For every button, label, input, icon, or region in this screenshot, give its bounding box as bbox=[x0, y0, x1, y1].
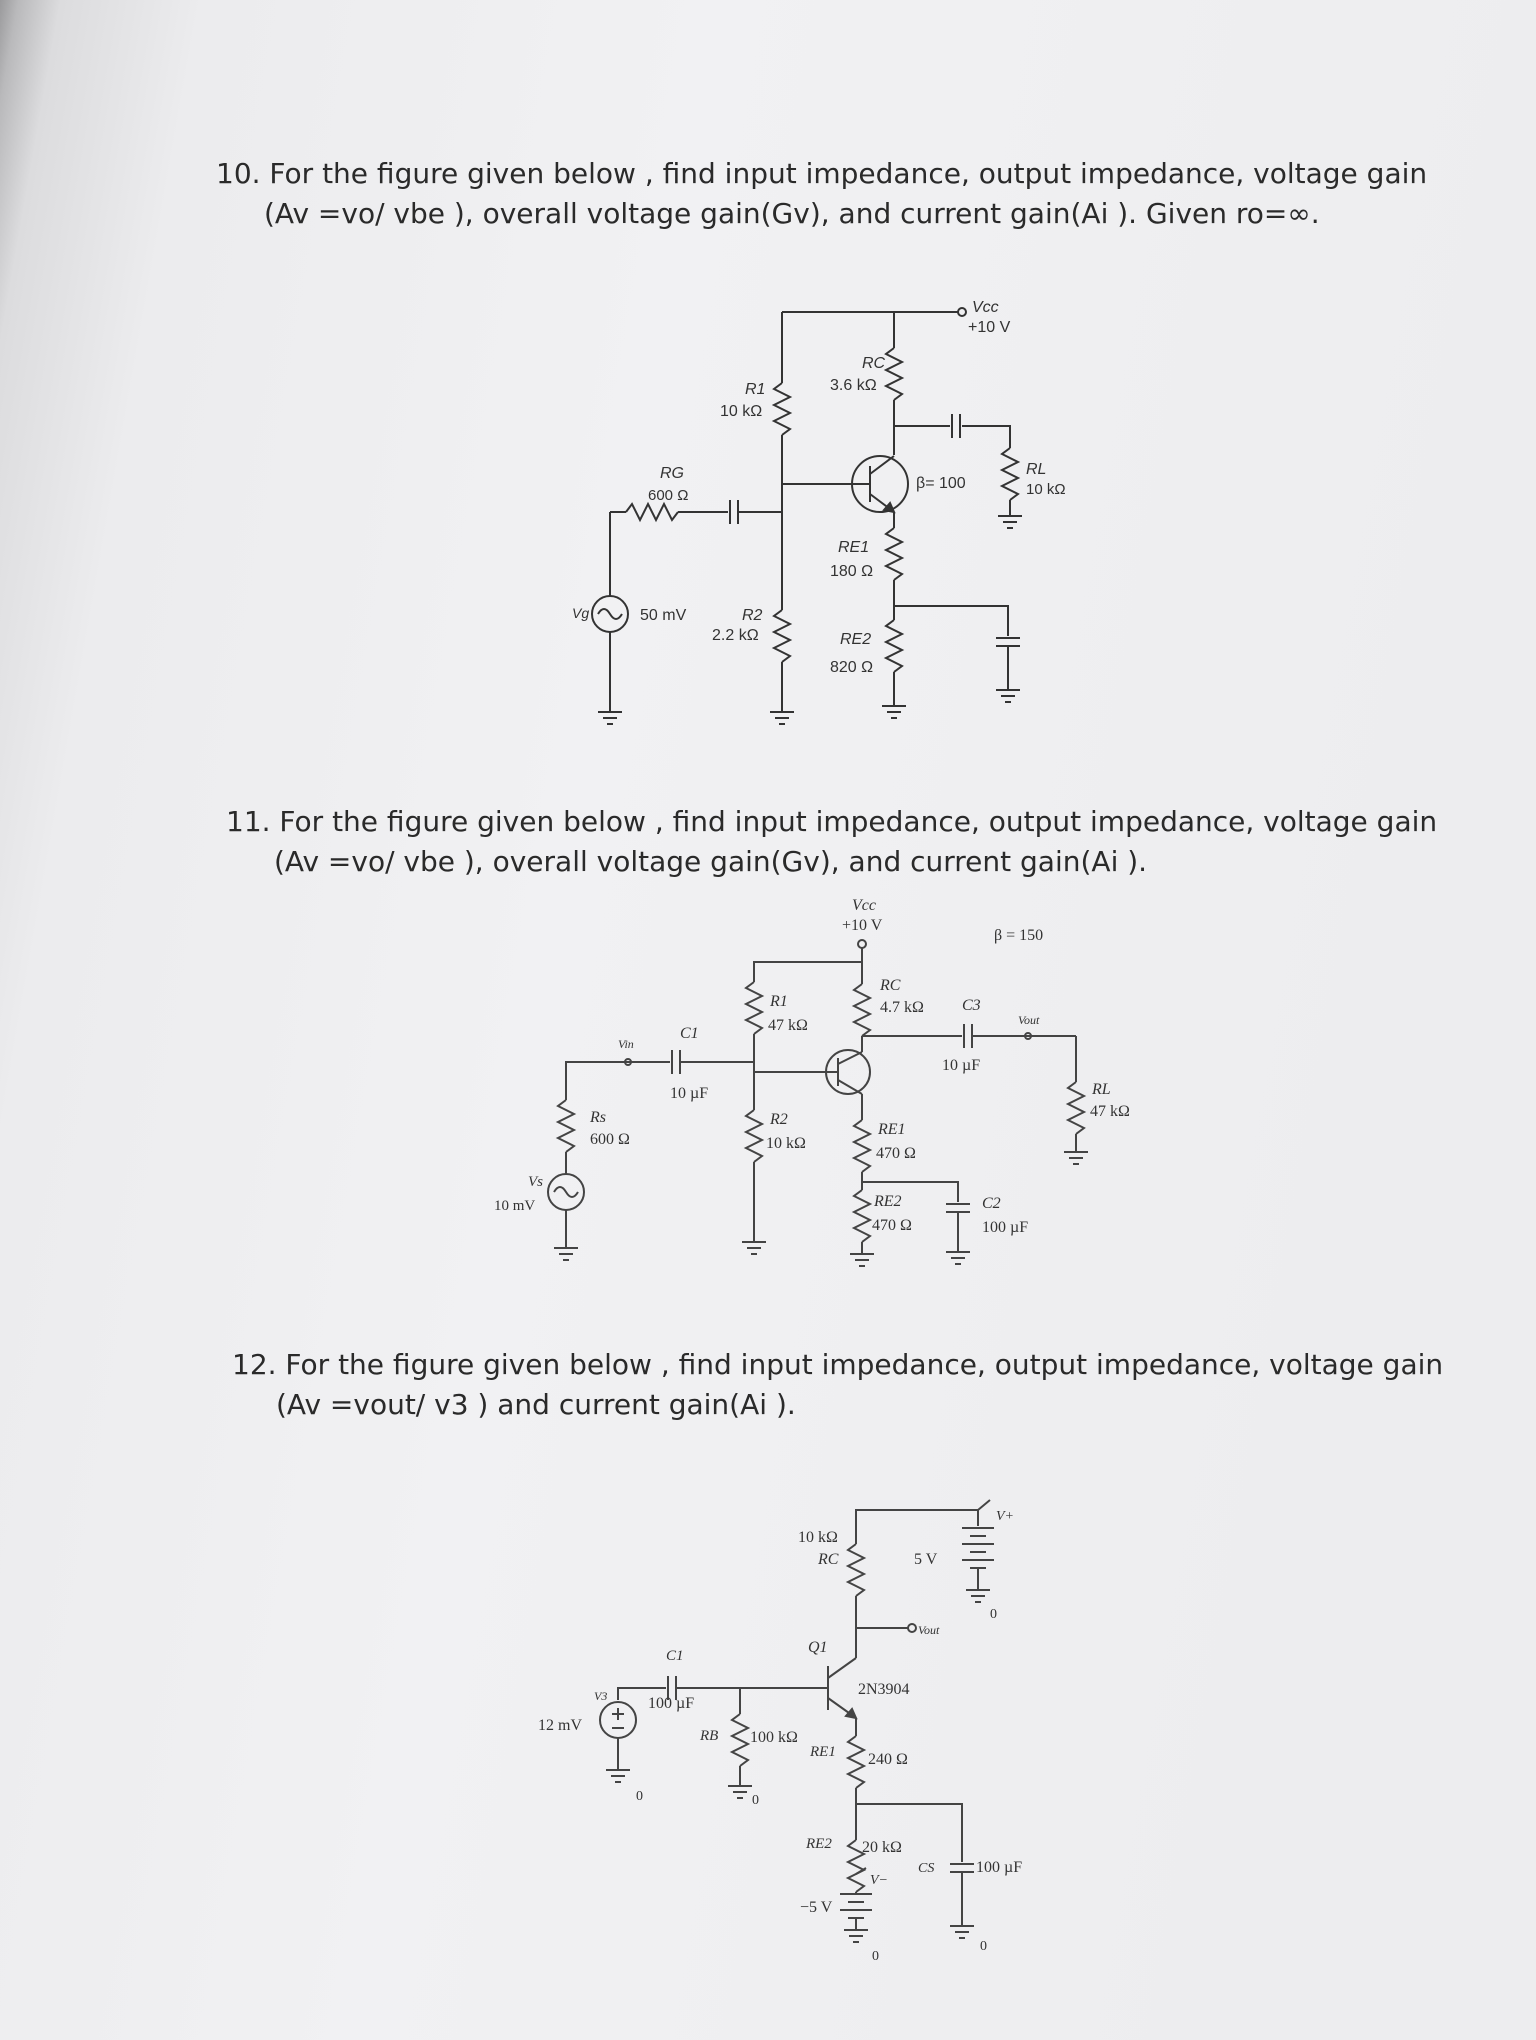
c11-c3-name: C3 bbox=[962, 997, 981, 1014]
problem-12-line1: 12. For the figure given below , find in… bbox=[232, 1348, 1444, 1381]
c11-r2-name: R2 bbox=[769, 1111, 788, 1128]
c11-rc-value: 4.7 kΩ bbox=[880, 999, 924, 1016]
problem-11-text: 11. For the figure given below , find in… bbox=[226, 802, 1437, 882]
c12-v3-name: V3 bbox=[594, 1689, 607, 1703]
c12-rc-value: 10 kΩ bbox=[798, 1529, 838, 1546]
c12-vout: Vout bbox=[918, 1623, 940, 1637]
c10-r1-value: 10 kΩ bbox=[720, 403, 762, 420]
c10-rc-name: RC bbox=[862, 355, 886, 372]
c11-re2-name: RE2 bbox=[873, 1193, 902, 1210]
c10-r1-name: R1 bbox=[745, 381, 765, 398]
c10-rg-value: 600 Ω bbox=[648, 487, 688, 504]
c11-c1-name: C1 bbox=[680, 1025, 699, 1042]
c12-vneg: −5 V bbox=[800, 1899, 833, 1916]
problem-11-line2: (Av =vo/ vbe ), overall voltage gain(Gv)… bbox=[274, 845, 1148, 878]
c12-gnd-re2: 0 bbox=[872, 1949, 879, 1964]
c11-beta: β = 150 bbox=[994, 927, 1043, 944]
problem-12-text: 12. For the figure given below , find in… bbox=[232, 1345, 1443, 1425]
c11-c2-name: C2 bbox=[982, 1195, 1001, 1212]
c11-rl-name: RL bbox=[1091, 1081, 1111, 1098]
problem-10-line2: (Av =vo/ vbe ), overall voltage gain(Gv)… bbox=[264, 197, 1320, 230]
c10-rl-name: RL bbox=[1026, 461, 1046, 478]
c10-rl-value: 10 kΩ bbox=[1026, 481, 1066, 498]
c10-source-value: 50 mV bbox=[640, 607, 687, 624]
c11-r2-value: 10 kΩ bbox=[766, 1135, 806, 1152]
c12-re1-value: 240 Ω bbox=[868, 1751, 908, 1768]
c12-c1-value: 100 µF bbox=[648, 1695, 694, 1712]
c12-gnd-rb: 0 bbox=[752, 1793, 759, 1808]
c11-rl-value: 47 kΩ bbox=[1090, 1103, 1130, 1120]
c12-vplus: V+ bbox=[996, 1509, 1014, 1524]
c12-gnd-supply: 0 bbox=[990, 1607, 997, 1622]
c10-re1-name: RE1 bbox=[838, 539, 869, 556]
c10-rg-name: RG bbox=[660, 465, 684, 482]
c12-v3-value: 12 mV bbox=[538, 1717, 582, 1734]
c10-re2-name: RE2 bbox=[840, 631, 871, 648]
c12-cs-value: 100 µF bbox=[976, 1859, 1022, 1876]
c12-c1-name: C1 bbox=[666, 1648, 684, 1664]
problem-10-line1: 10. For the figure given below , find in… bbox=[216, 157, 1428, 190]
c11-source-value: 10 mV bbox=[494, 1198, 535, 1214]
c11-rc-name: RC bbox=[879, 977, 901, 994]
c11-vout: Vout bbox=[1018, 1013, 1040, 1027]
c11-re1-name: RE1 bbox=[877, 1121, 906, 1138]
c12-rb-name: RB bbox=[699, 1728, 718, 1744]
c10-vcc-name: Vcc bbox=[972, 299, 999, 316]
c11-c2-value: 100 µF bbox=[982, 1219, 1028, 1236]
c10-source-name: Vg bbox=[572, 605, 589, 621]
c10-r2-value: 2.2 kΩ bbox=[712, 627, 759, 644]
c11-re1-value: 470 Ω bbox=[876, 1145, 916, 1162]
c10-beta: β= 100 bbox=[916, 475, 966, 492]
c11-r1-name: R1 bbox=[769, 993, 788, 1010]
c12-re1-name: RE1 bbox=[809, 1744, 836, 1760]
c11-rs-name: Rs bbox=[589, 1109, 606, 1126]
c12-transistor: 2N3904 bbox=[858, 1681, 910, 1698]
c10-re1-value: 180 Ω bbox=[830, 563, 873, 580]
problem-12-line2: (Av =vout/ v3 ) and current gain(Ai ). bbox=[276, 1388, 796, 1421]
c11-c1-value: 10 µF bbox=[670, 1085, 708, 1102]
problem-11-line1: 11. For the figure given below , find in… bbox=[226, 805, 1438, 838]
c11-vcc-name: Vcc bbox=[852, 897, 876, 914]
c10-re2-value: 820 Ω bbox=[830, 659, 873, 676]
c12-gnd-src: 0 bbox=[636, 1789, 643, 1804]
c11-rs-value: 600 Ω bbox=[590, 1131, 630, 1148]
c12-vminus: V− bbox=[870, 1873, 888, 1888]
c12-q-name: Q1 bbox=[808, 1639, 828, 1656]
c10-r2-name: R2 bbox=[742, 607, 763, 624]
c11-source-name: Vs bbox=[528, 1174, 543, 1190]
c12-cs-name: CS bbox=[918, 1861, 934, 1876]
c12-re2-name: RE2 bbox=[805, 1836, 832, 1852]
c10-vcc-value: +10 V bbox=[968, 319, 1011, 336]
c12-rc-name: RC bbox=[817, 1551, 839, 1568]
c12-re2-value: 20 kΩ bbox=[862, 1839, 902, 1856]
c11-re2-value: 470 Ω bbox=[872, 1217, 912, 1234]
c12-gnd-cs: 0 bbox=[980, 1939, 987, 1954]
c11-r1-value: 47 kΩ bbox=[768, 1017, 808, 1034]
c11-vcc-value: +10 V bbox=[842, 917, 883, 934]
c10-rc-value: 3.6 kΩ bbox=[830, 377, 877, 394]
c11-c3-value: 10 µF bbox=[942, 1057, 980, 1074]
c12-rb-value: 100 kΩ bbox=[750, 1729, 798, 1746]
problem-10-text: 10. For the figure given below , find in… bbox=[216, 154, 1427, 234]
c12-vsupply: 5 V bbox=[914, 1551, 938, 1568]
c11-vin: Vin bbox=[618, 1037, 634, 1051]
